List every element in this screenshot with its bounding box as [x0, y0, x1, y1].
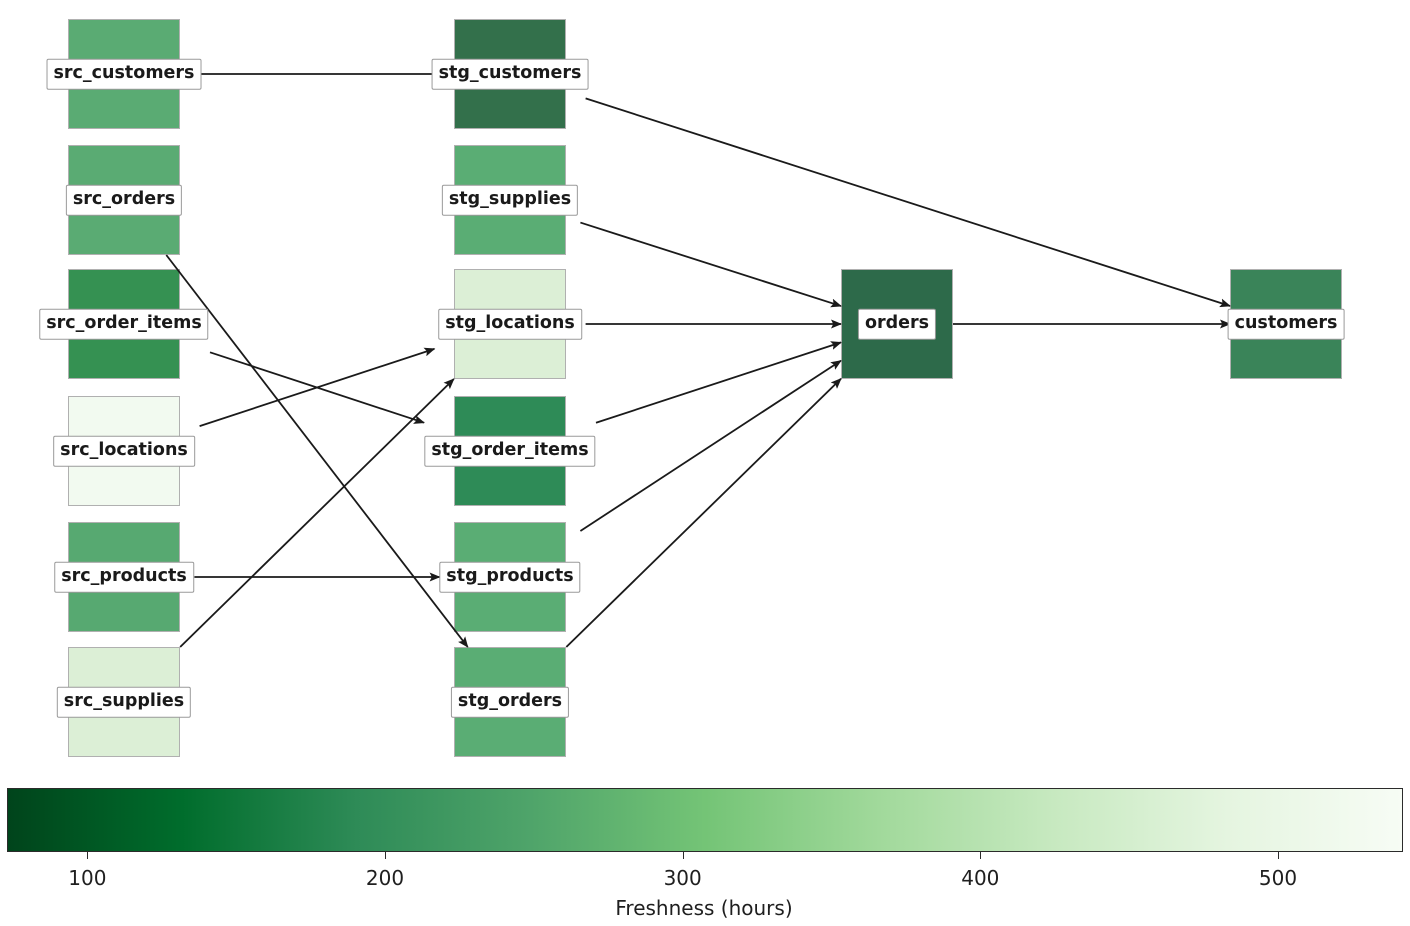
colorbar-tick-200 [385, 852, 387, 859]
node-label-customers[interactable]: customers [1227, 308, 1345, 340]
edge-stg_orders-to-orders [565, 377, 842, 648]
colorbar-tick-label-300: 300 [663, 866, 702, 890]
colorbar-gradient [8, 789, 1402, 851]
colorbar-tick-label-100: 100 [68, 866, 107, 890]
node-label-stg_order_items[interactable]: stg_order_items [424, 435, 596, 467]
node-label-stg_orders[interactable]: stg_orders [450, 686, 570, 718]
colorbar-tick-label-200: 200 [365, 866, 405, 890]
colorbar-tick-label-400: 400 [961, 866, 1000, 890]
colorbar-tick-500 [1277, 852, 1279, 859]
node-label-src_supplies[interactable]: src_supplies [56, 686, 192, 718]
node-label-src_locations[interactable]: src_locations [53, 435, 195, 467]
edge-src_locations-to-stg_locations [199, 347, 436, 427]
edge-src_orders-to-stg_orders [165, 254, 469, 648]
edge-stg_supplies-to-orders [580, 221, 842, 308]
node-label-src_orders[interactable]: src_orders [65, 184, 183, 216]
node-label-stg_customers[interactable]: stg_customers [431, 58, 589, 90]
colorbar-tick-100 [87, 852, 89, 859]
colorbar-tick-400 [980, 852, 982, 859]
node-label-src_customers[interactable]: src_customers [46, 58, 202, 90]
edge-src_supplies-to-stg_locations [179, 378, 455, 648]
node-label-stg_locations[interactable]: stg_locations [438, 308, 582, 340]
edge-stg_customers-to-customers [585, 97, 1231, 308]
colorbar-tick-300 [682, 852, 684, 859]
colorbar-tick-label-500: 500 [1258, 866, 1298, 890]
edge-stg_order_items-to-orders [595, 341, 842, 424]
node-label-stg_supplies[interactable]: stg_supplies [441, 184, 579, 216]
node-label-src_order_items[interactable]: src_order_items [39, 308, 209, 340]
node-label-stg_products[interactable]: stg_products [439, 561, 581, 593]
node-label-src_products[interactable]: src_products [54, 561, 194, 593]
colorbar [7, 788, 1403, 852]
colorbar-axis-label: Freshness (hours) [615, 896, 793, 920]
node-label-orders[interactable]: orders [857, 308, 937, 340]
edge-stg_products-to-orders [579, 359, 842, 532]
